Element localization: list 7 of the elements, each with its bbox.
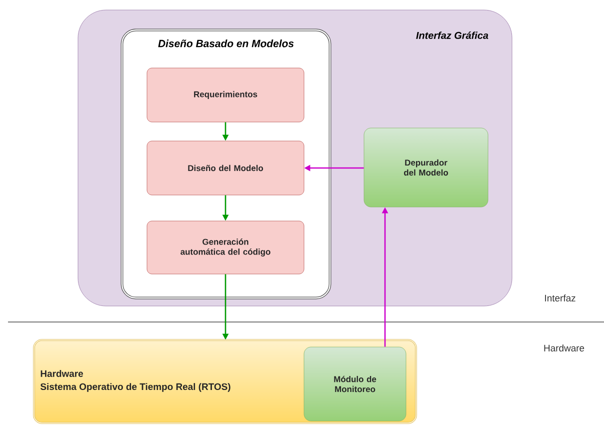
process-box: Módulo de Monitoreo xyxy=(304,346,406,422)
process-box: Requerimientos xyxy=(146,68,304,122)
process-box: Depurador del Modelo xyxy=(364,128,488,208)
layer-label: Hardware xyxy=(544,344,584,352)
layer-label: Interfaz xyxy=(545,294,576,302)
process-box: Generación automática del código xyxy=(146,220,304,274)
process-box: Diseño del Modelo xyxy=(146,140,304,196)
